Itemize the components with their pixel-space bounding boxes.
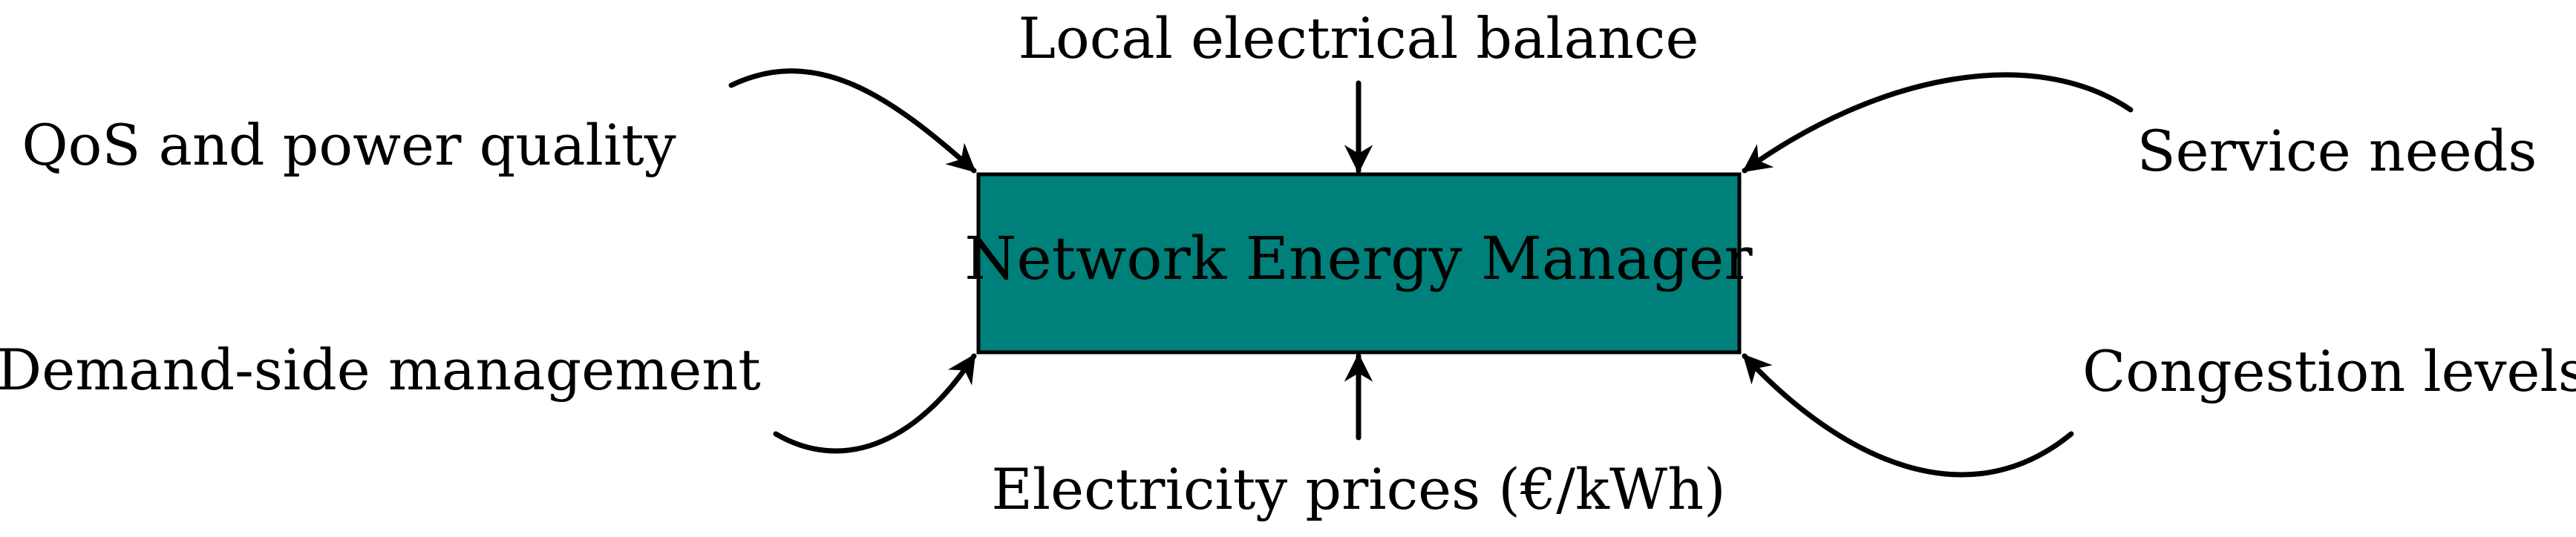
qos-power-quality-label: QoS and power quality	[22, 112, 676, 178]
congestion-levels-label: Congestion levels	[2082, 338, 2576, 404]
network-energy-manager-box	[976, 172, 1742, 355]
local-electrical-balance-label: Local electrical balance	[1019, 5, 1699, 71]
service-needs-label: Service needs	[2137, 118, 2537, 184]
qos-power-quality-arrow	[728, 68, 977, 174]
network-energy-manager-label: Network Energy Manager	[964, 224, 1753, 293]
electricity-prices-label: Electricity prices (€/kWh)	[991, 456, 1725, 522]
service-needs-arrow	[1742, 72, 2134, 174]
demand-side-management-arrow	[773, 353, 977, 454]
congestion-levels-arrow	[1742, 353, 2074, 478]
demand-side-management-label: Demand-side management	[0, 337, 761, 403]
